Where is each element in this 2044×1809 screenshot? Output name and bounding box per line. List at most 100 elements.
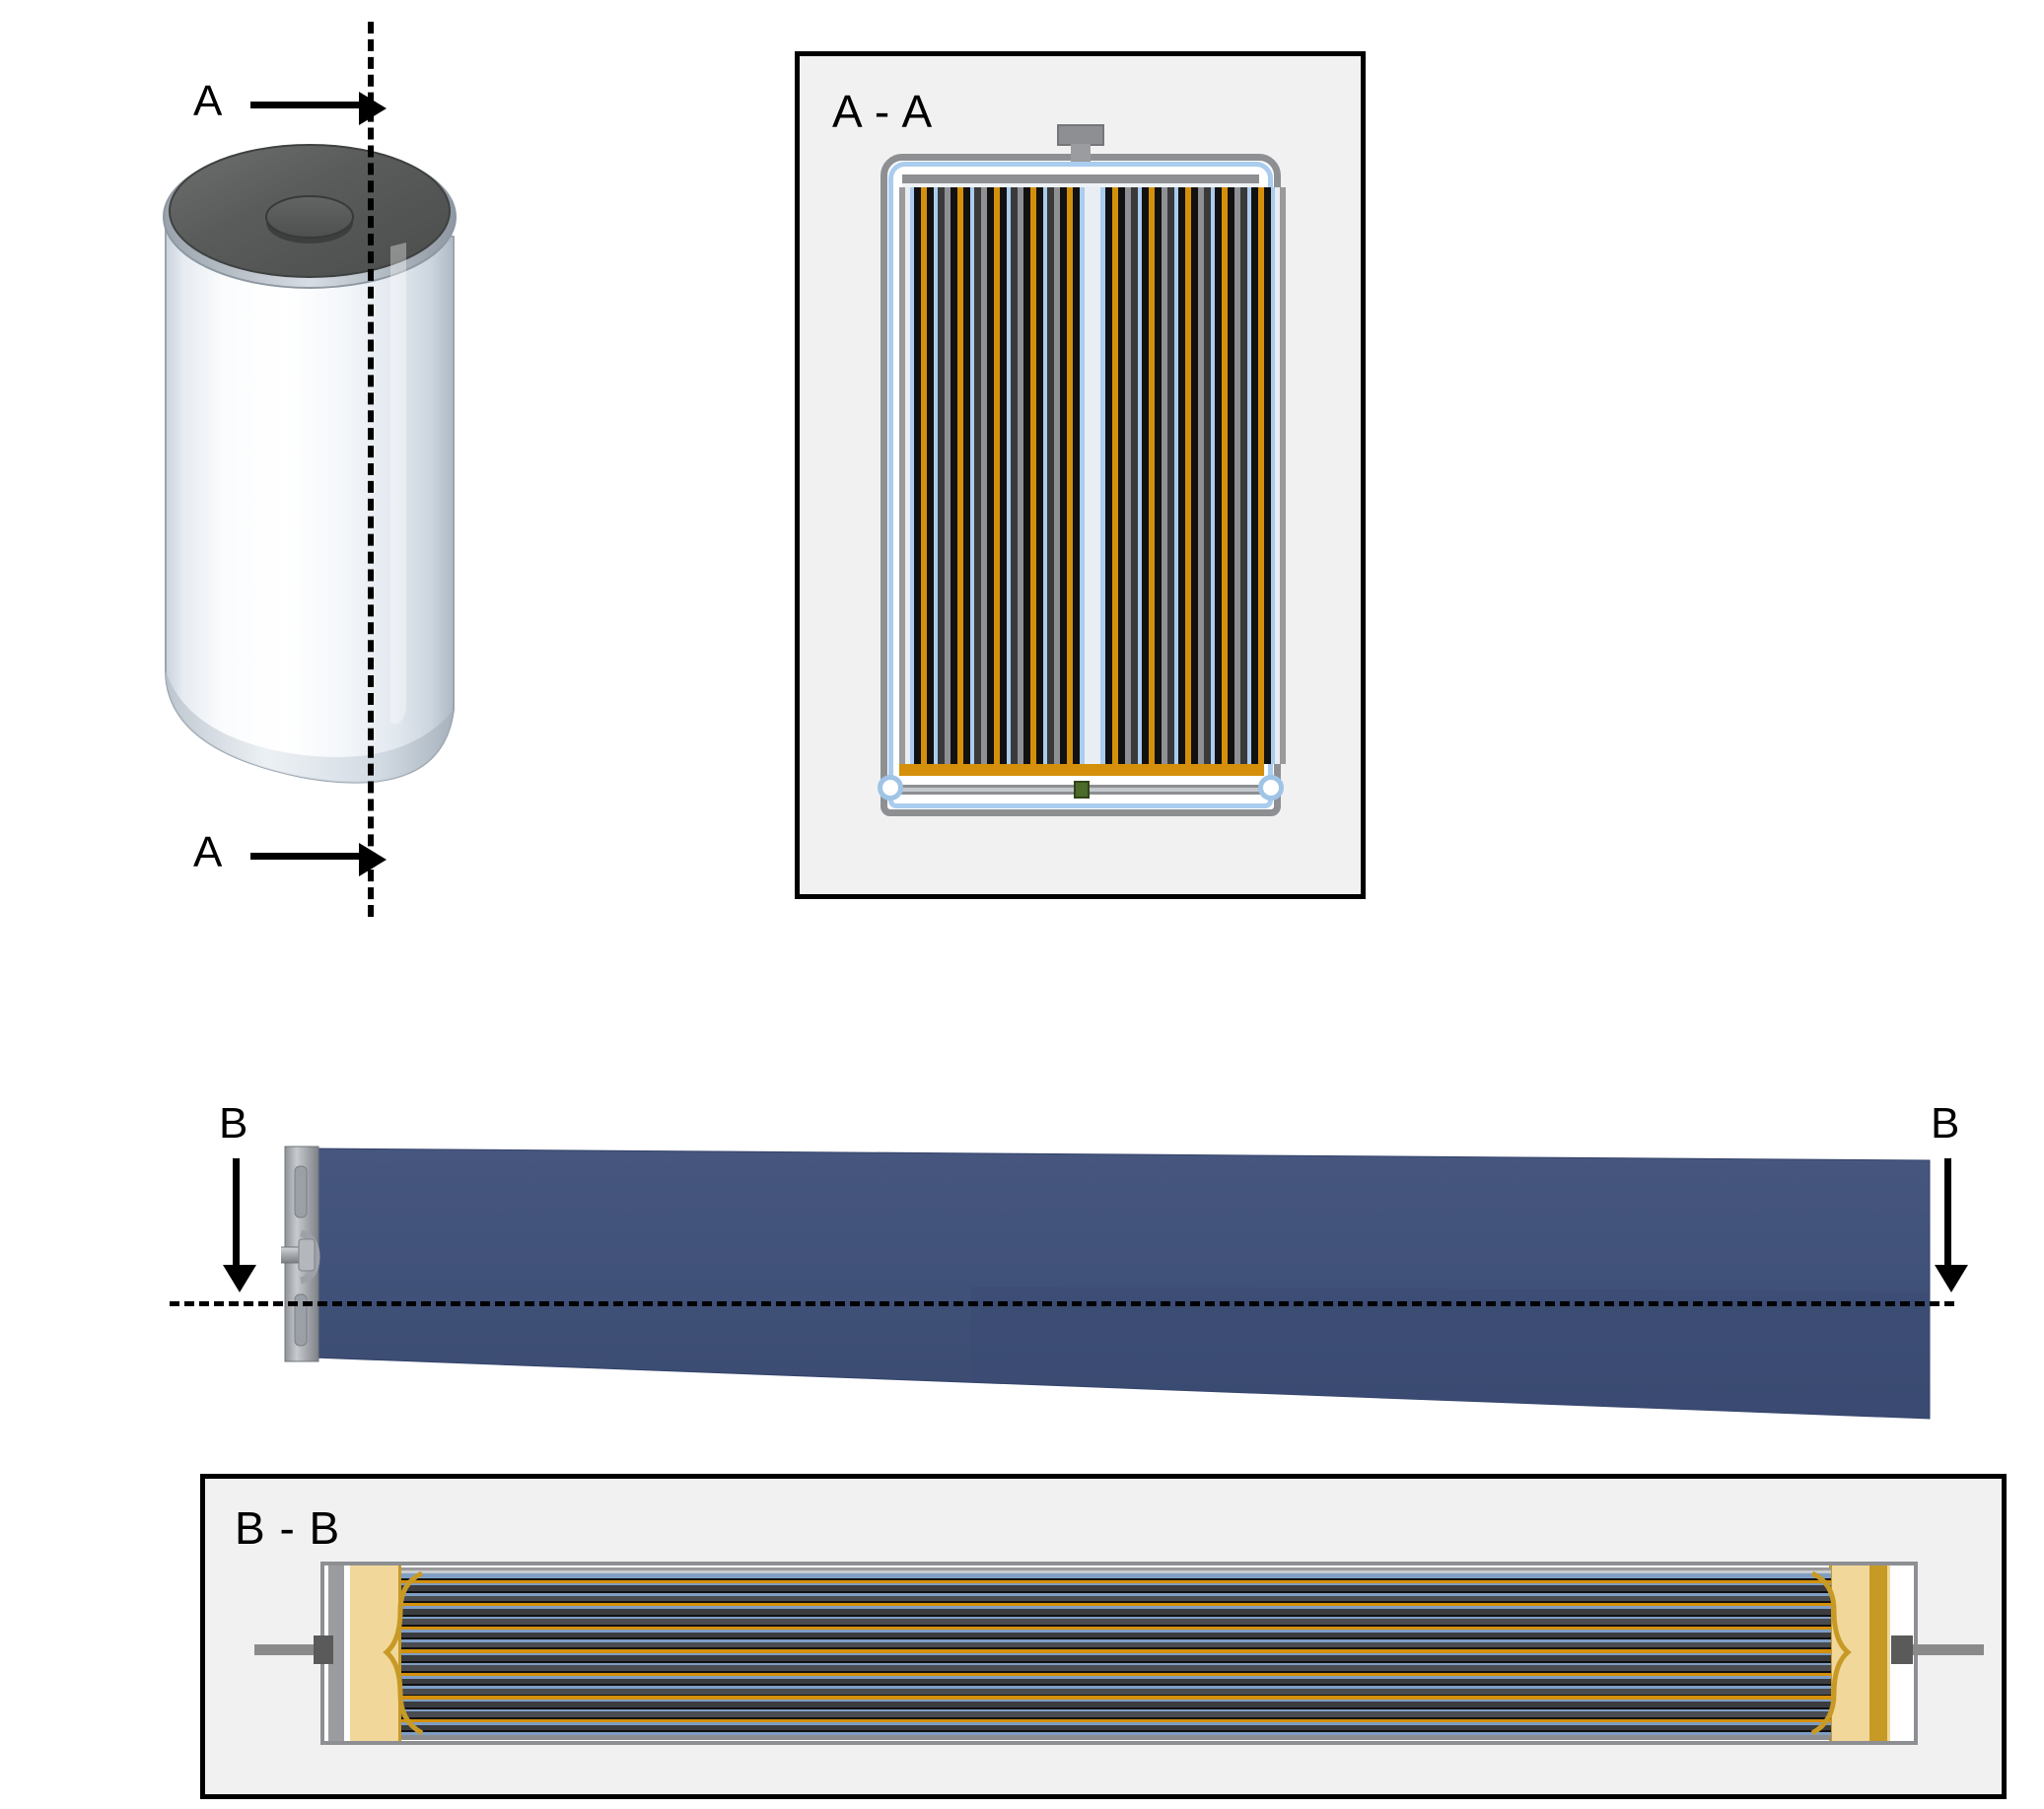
bb-electrode-layer (401, 1582, 1831, 1586)
bb-right-terminal-collar (1891, 1635, 1913, 1664)
bb-electrode-layer (401, 1595, 1831, 1602)
bb-electrode-layer (401, 1585, 1831, 1592)
bb-electrode-layer (401, 1678, 1831, 1685)
endplate-slot-top (294, 1165, 308, 1218)
aa-electrode-layer (1105, 187, 1112, 764)
aa-electrode-layer (927, 187, 934, 764)
bb-electrode-layer (401, 1603, 1831, 1607)
bb-electrode-layer (401, 1665, 1831, 1671)
aa-electrode-layer (1142, 187, 1149, 764)
aa-electrode-layer (1125, 187, 1131, 764)
aa-electrode-layer (934, 187, 938, 764)
aa-electrode-layer (1080, 187, 1085, 764)
aa-electrode-layer (1234, 187, 1240, 764)
aa-electrode-layer (914, 187, 921, 764)
bb-electrode-layer (401, 1724, 1831, 1731)
bb-electrode-layer (401, 1630, 1831, 1633)
section-a-a-title: A - A (832, 86, 934, 137)
aa-electrode-layer (1007, 187, 1011, 764)
aa-electrode-layer (921, 187, 927, 764)
bb-right-terminal-post (1911, 1644, 1984, 1655)
aa-electrode-layer (1185, 187, 1191, 764)
aa-electrode-layer (1228, 187, 1234, 764)
aa-electrode-layer (981, 187, 987, 764)
aa-electrode-layer (1036, 187, 1043, 764)
bb-electrode-layer (401, 1732, 1831, 1735)
bb-electrode-layer (401, 1717, 1831, 1719)
aa-terminal-stem (1071, 144, 1091, 162)
section-marker-a-bottom-arrow (250, 843, 387, 876)
bb-electrode-layer (401, 1708, 1831, 1712)
bb-electrode-layer (401, 1711, 1831, 1718)
aa-electrode-layer (1280, 187, 1286, 764)
bb-electrode-layer (401, 1686, 1831, 1689)
aa-electrode-layer (1167, 187, 1174, 764)
aa-electrode-layer (1073, 187, 1080, 764)
aa-electrode-layer (1191, 187, 1198, 764)
bb-electrode-layer (401, 1606, 1831, 1609)
aa-electrode-layer (970, 187, 974, 764)
aa-electrode-layer (974, 187, 981, 764)
bb-electrode-layer (401, 1699, 1831, 1703)
bb-electrode-layer (401, 1637, 1831, 1640)
cylinder-bottom-edge (166, 670, 454, 783)
section-marker-a-top-arrow (250, 92, 387, 125)
bb-electrode-layer (401, 1609, 1831, 1615)
aa-electrode-layer (1258, 187, 1264, 764)
aa-electrode-layer (1222, 187, 1228, 764)
aa-electrode-layer (1131, 187, 1138, 764)
bb-electrode-layer (401, 1591, 1831, 1594)
bb-electrode-layer (401, 1662, 1831, 1666)
aa-electrode-layer (1023, 187, 1030, 764)
aa-electrode-layer (1264, 187, 1271, 764)
section-marker-b-right-arrow (1935, 1158, 1968, 1292)
bb-electrode-layer (401, 1639, 1831, 1642)
bb-electrode-layer (401, 1676, 1831, 1679)
bb-electrode-layer (401, 1688, 1831, 1695)
section-marker-b-left-arrow (223, 1158, 256, 1292)
aa-electrode-layer (1112, 187, 1118, 764)
bb-electrode-layer (401, 1696, 1831, 1700)
bb-electrode-layer (401, 1577, 1831, 1580)
bb-electrode-layer (401, 1593, 1831, 1596)
bb-electrode-layer (401, 1632, 1831, 1638)
bb-electrode-layer (401, 1730, 1831, 1733)
aa-electrode-layer (1178, 187, 1185, 764)
aa-bottom-tab-fold (899, 764, 1264, 776)
bb-electrode-layer (401, 1694, 1831, 1697)
aa-electrode-layer (1198, 187, 1204, 764)
cylindrical-cell-render (163, 144, 457, 784)
section-marker-a-bottom-label: A (193, 828, 223, 876)
aa-electrode-layer (1149, 187, 1155, 764)
prismatic-cell-view (247, 1139, 1938, 1434)
aa-electrode-layer (905, 187, 910, 764)
bb-right-tab-folds (1810, 1570, 1852, 1736)
aa-electrode-layer (1118, 187, 1125, 764)
aa-electrode-layer (1018, 187, 1023, 764)
bb-electrode-layer (401, 1719, 1831, 1723)
bb-electrode-layer (401, 1672, 1831, 1677)
aa-electrode-layer (1215, 187, 1222, 764)
aa-jellyroll-stack (899, 187, 1286, 764)
bb-electrode-layer (401, 1647, 1831, 1650)
bb-electrode-layer (401, 1570, 1831, 1573)
bb-left-terminal-collar (314, 1635, 333, 1664)
aa-electrode-layer (1000, 187, 1007, 764)
aa-terminal-post (1057, 124, 1104, 146)
aa-electrode-layer (994, 187, 1000, 764)
section-marker-b-right-label: B (1931, 1099, 1960, 1148)
aa-electrode-layer (1247, 187, 1251, 764)
aa-electrode-layer (1100, 187, 1105, 764)
aa-electrode-layer (1054, 187, 1060, 764)
bb-left-collector-plate (328, 1565, 344, 1741)
aa-electrode-layer (938, 187, 945, 764)
bb-electrode-layer (401, 1619, 1831, 1625)
prismatic-centerline (170, 1301, 1954, 1306)
aa-top-collector-bar (902, 174, 1259, 183)
bb-electrode-layer (401, 1702, 1831, 1707)
positive-terminal-nub (265, 195, 354, 239)
terminal-collar (298, 1238, 316, 1272)
cylindrical-cell-view (158, 118, 572, 808)
aa-electrode-layer (1211, 187, 1215, 764)
bb-right-collector-plate (1869, 1565, 1887, 1741)
